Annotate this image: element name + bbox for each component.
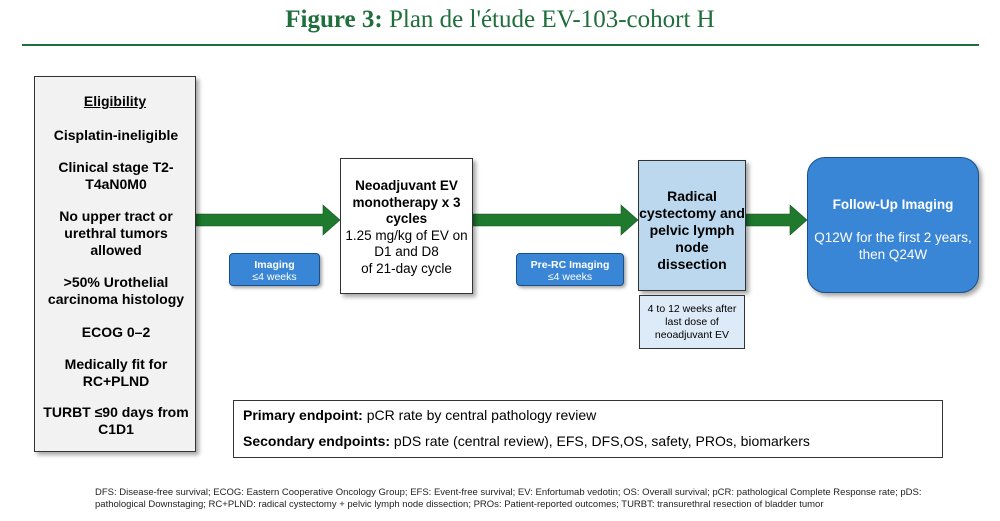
figure-title-prefix: Figure 3: [285, 6, 383, 33]
primary-endpoint-text: pCR rate by central pathology review [366, 407, 597, 423]
followup-box: Follow-Up Imaging Q12W for the first 2 y… [807, 157, 979, 293]
eligibility-box: Eligibility Cisplatin-ineligible Clinica… [34, 76, 196, 452]
prerc-pill-timing: ≤4 weeks [547, 271, 593, 283]
surgery-box: Radical cystectomy and pelvic lymph node… [638, 160, 746, 291]
primary-endpoint-row: Primary endpoint: pCR rate by central pa… [243, 407, 933, 423]
eligibility-item: Cisplatin-ineligible [53, 127, 179, 143]
eligibility-item: No upper tract or urethral tumors allowe… [59, 208, 173, 258]
eligibility-item: Clinical stage T2-T4aN0M0 [58, 159, 174, 192]
surgery-timing-box: 4 to 12 weeks after last dose of neoadju… [639, 295, 745, 349]
eligibility-item: Medically fit for RC+PLND [64, 356, 168, 389]
arrow-surgery-to-followup [745, 204, 808, 236]
prerc-pill-label: Pre-RC Imaging [530, 259, 610, 271]
imaging-pill-label: Imaging [254, 259, 295, 271]
neoadjuvant-cycle: of 21-day cycle [361, 260, 452, 276]
title-divider [22, 44, 979, 46]
secondary-endpoint-row: Secondary endpoints: pDS rate (central r… [243, 433, 933, 449]
arrow-eligibility-to-neoadjuvant [195, 204, 341, 236]
followup-body: Q12W for the first 2 years, then Q24W [814, 230, 972, 262]
prerc-imaging-pill: Pre-RC Imaging ≤4 weeks [516, 253, 624, 286]
neoadjuvant-dose: 1.25 mg/kg of EV on D1 and D8 [345, 227, 468, 260]
surgery-timing: 4 to 12 weeks after last dose of neoadju… [647, 303, 737, 341]
secondary-endpoint-label: Secondary endpoints: [243, 433, 391, 449]
imaging-pill: Imaging ≤4 weeks [229, 253, 320, 286]
figure-title: Figure 3: Plan de l'étude EV-103-cohort … [0, 6, 1000, 34]
eligibility-item: >50% Urothelial carcinoma histology [47, 274, 185, 307]
surgery-title: Radical cystectomy and pelvic lymph node… [639, 188, 745, 272]
abbreviations-footnote: DFS: Disease-free survival; ECOG: Easter… [95, 487, 922, 510]
neoadjuvant-title: Neoadjuvant EV monotherapy x 3 cycles [352, 178, 461, 226]
endpoints-box: Primary endpoint: pCR rate by central pa… [233, 400, 943, 458]
followup-title: Follow-Up Imaging [832, 197, 954, 212]
eligibility-item: ECOG 0–2 [81, 324, 151, 340]
arrow-neoadjuvant-to-surgery [472, 204, 639, 236]
figure-title-text: Plan de l'étude EV-103-cohort H [388, 6, 715, 33]
imaging-pill-timing: ≤4 weeks [252, 271, 297, 283]
eligibility-heading: Eligibility [83, 93, 147, 109]
eligibility-item: TURBT ≤90 days from C1D1 [43, 404, 189, 437]
neoadjuvant-box: Neoadjuvant EV monotherapy x 3 cycles 1.… [340, 158, 473, 294]
primary-endpoint-label: Primary endpoint: [243, 407, 363, 423]
secondary-endpoint-text: pDS rate (central review), EFS, DFS,OS, … [393, 433, 810, 449]
